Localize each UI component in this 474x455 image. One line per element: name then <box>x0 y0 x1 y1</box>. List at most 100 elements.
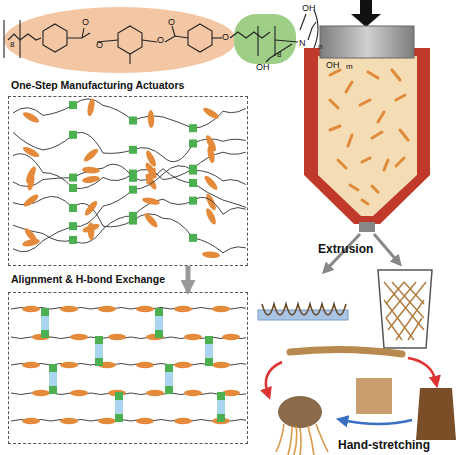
mesogen <box>136 362 154 368</box>
piston <box>320 26 414 58</box>
nozzle <box>359 222 375 232</box>
mesogen <box>212 362 230 368</box>
panel-heading: One-Step Manufacturing Actuators <box>11 79 184 91</box>
helical-fiber <box>262 304 346 315</box>
mesogen <box>147 110 154 128</box>
hbond-unit <box>189 167 197 175</box>
mesogen-highlight <box>4 7 236 73</box>
spacer-highlight <box>234 14 296 64</box>
hbond-unit <box>165 386 173 394</box>
process-arrow <box>374 234 398 262</box>
tube-actuator <box>416 388 456 440</box>
mesogen <box>60 306 78 312</box>
hbond-unit <box>49 364 57 372</box>
hbond-unit <box>95 336 103 344</box>
hbond-unit <box>189 234 197 242</box>
random-network <box>9 97 246 264</box>
mesogen <box>184 334 202 340</box>
mesogen <box>204 193 218 212</box>
mesogen <box>204 207 218 226</box>
hbond-unit <box>205 358 213 366</box>
press-arrow <box>360 0 372 14</box>
mesogen <box>32 390 50 396</box>
mesogen <box>206 145 216 164</box>
mesogen <box>174 306 192 312</box>
polymer-chain <box>13 196 246 252</box>
mesogen <box>202 106 221 121</box>
mesogen <box>22 362 40 368</box>
hbond-unit <box>95 358 103 366</box>
hbond-unit <box>205 336 213 344</box>
mold-cup <box>378 270 432 348</box>
hbond-unit <box>129 186 137 194</box>
barrel <box>304 48 430 224</box>
mesogen <box>82 147 100 164</box>
hbond-unit <box>155 330 163 338</box>
hbond-unit <box>69 131 77 139</box>
atom-label: O <box>222 32 229 42</box>
press-arrow-head <box>351 14 381 27</box>
mesogen <box>184 390 202 396</box>
hbond-unit <box>129 212 137 220</box>
mesogen <box>146 390 164 396</box>
flow-arrow <box>186 266 191 292</box>
hbond-unit <box>155 308 163 316</box>
hbond-unit <box>189 179 197 187</box>
atom-label: O <box>96 40 103 50</box>
mesogen <box>136 418 154 424</box>
polymer-chain <box>13 166 246 252</box>
atom-label: OH <box>302 3 316 13</box>
mesogen <box>82 166 100 174</box>
hbond-unit <box>49 386 57 394</box>
mesogen <box>144 166 157 185</box>
mesogen <box>82 175 101 184</box>
subscript-number: m <box>346 62 353 71</box>
jellyfish-actuator <box>278 396 322 428</box>
subscript-number: 8 <box>10 40 14 49</box>
hbond-unit <box>115 414 123 422</box>
mesogen <box>70 334 88 340</box>
atom-label: OH <box>326 60 340 70</box>
atom-label: OH <box>256 62 270 72</box>
mesogen <box>26 172 35 191</box>
hbond-unit <box>189 197 197 205</box>
extruder <box>258 0 432 348</box>
monomer-structure <box>4 7 344 73</box>
mesogen <box>22 418 40 424</box>
hbond-unit <box>41 308 49 316</box>
mesogen <box>142 196 161 206</box>
mesogen <box>136 306 154 312</box>
panel-heading: Alignment & H-bond Exchange <box>11 273 165 285</box>
hbond-unit <box>69 222 77 230</box>
hbond-unit <box>217 414 225 422</box>
atom-label: N <box>299 38 306 48</box>
subscript-number: 8 <box>277 50 281 59</box>
barrel-melt <box>318 56 417 216</box>
hbond-unit <box>129 117 137 125</box>
mesogen <box>222 334 240 340</box>
aligned-network <box>9 293 246 442</box>
process-label: Hand-stretching <box>338 438 430 452</box>
hbond-unit <box>69 184 77 192</box>
mesogen <box>22 192 40 208</box>
mesogen <box>83 199 99 217</box>
hbond-unit <box>189 139 197 147</box>
hbond-unit <box>217 392 225 400</box>
mesogen <box>22 238 41 248</box>
mesogen <box>174 362 192 368</box>
mesogen <box>203 174 220 192</box>
hbond-unit <box>41 330 49 338</box>
mesogen <box>22 306 40 312</box>
mesogen <box>212 306 230 312</box>
dashed-panel: Alignment & H-bond Exchange <box>8 292 248 444</box>
hbond-unit <box>165 364 173 372</box>
hbond-unit <box>129 146 137 154</box>
atom-label: O <box>157 35 164 45</box>
mesogen <box>87 222 94 240</box>
mesogen <box>86 98 96 117</box>
mesogen <box>202 251 220 259</box>
mesogen <box>174 418 192 424</box>
hbond-unit <box>69 101 77 109</box>
